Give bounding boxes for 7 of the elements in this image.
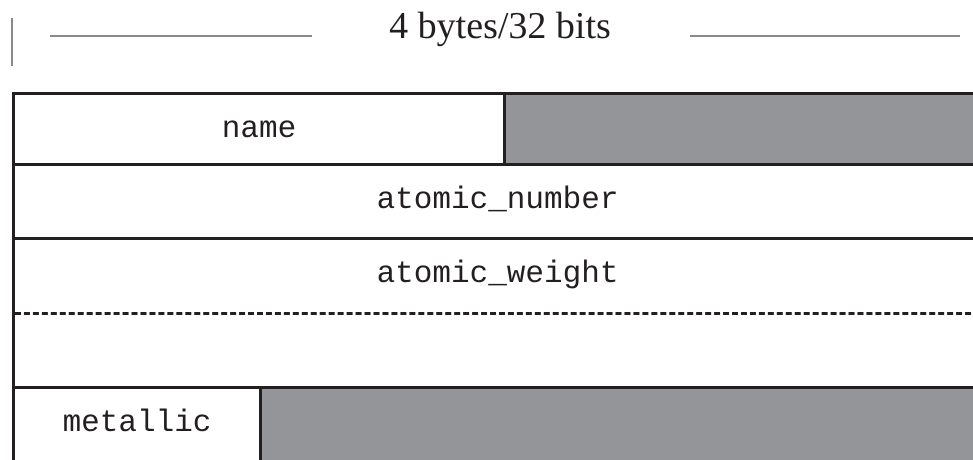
field-name: atomic_number [376, 182, 618, 220]
field-name: atomic_weight [376, 256, 618, 294]
field-name: metallic [62, 405, 212, 443]
padding-block [259, 386, 973, 460]
field-name: name [222, 111, 296, 149]
padding-block [503, 92, 973, 166]
size-label: 4 bytes/32 bits [388, 4, 612, 48]
